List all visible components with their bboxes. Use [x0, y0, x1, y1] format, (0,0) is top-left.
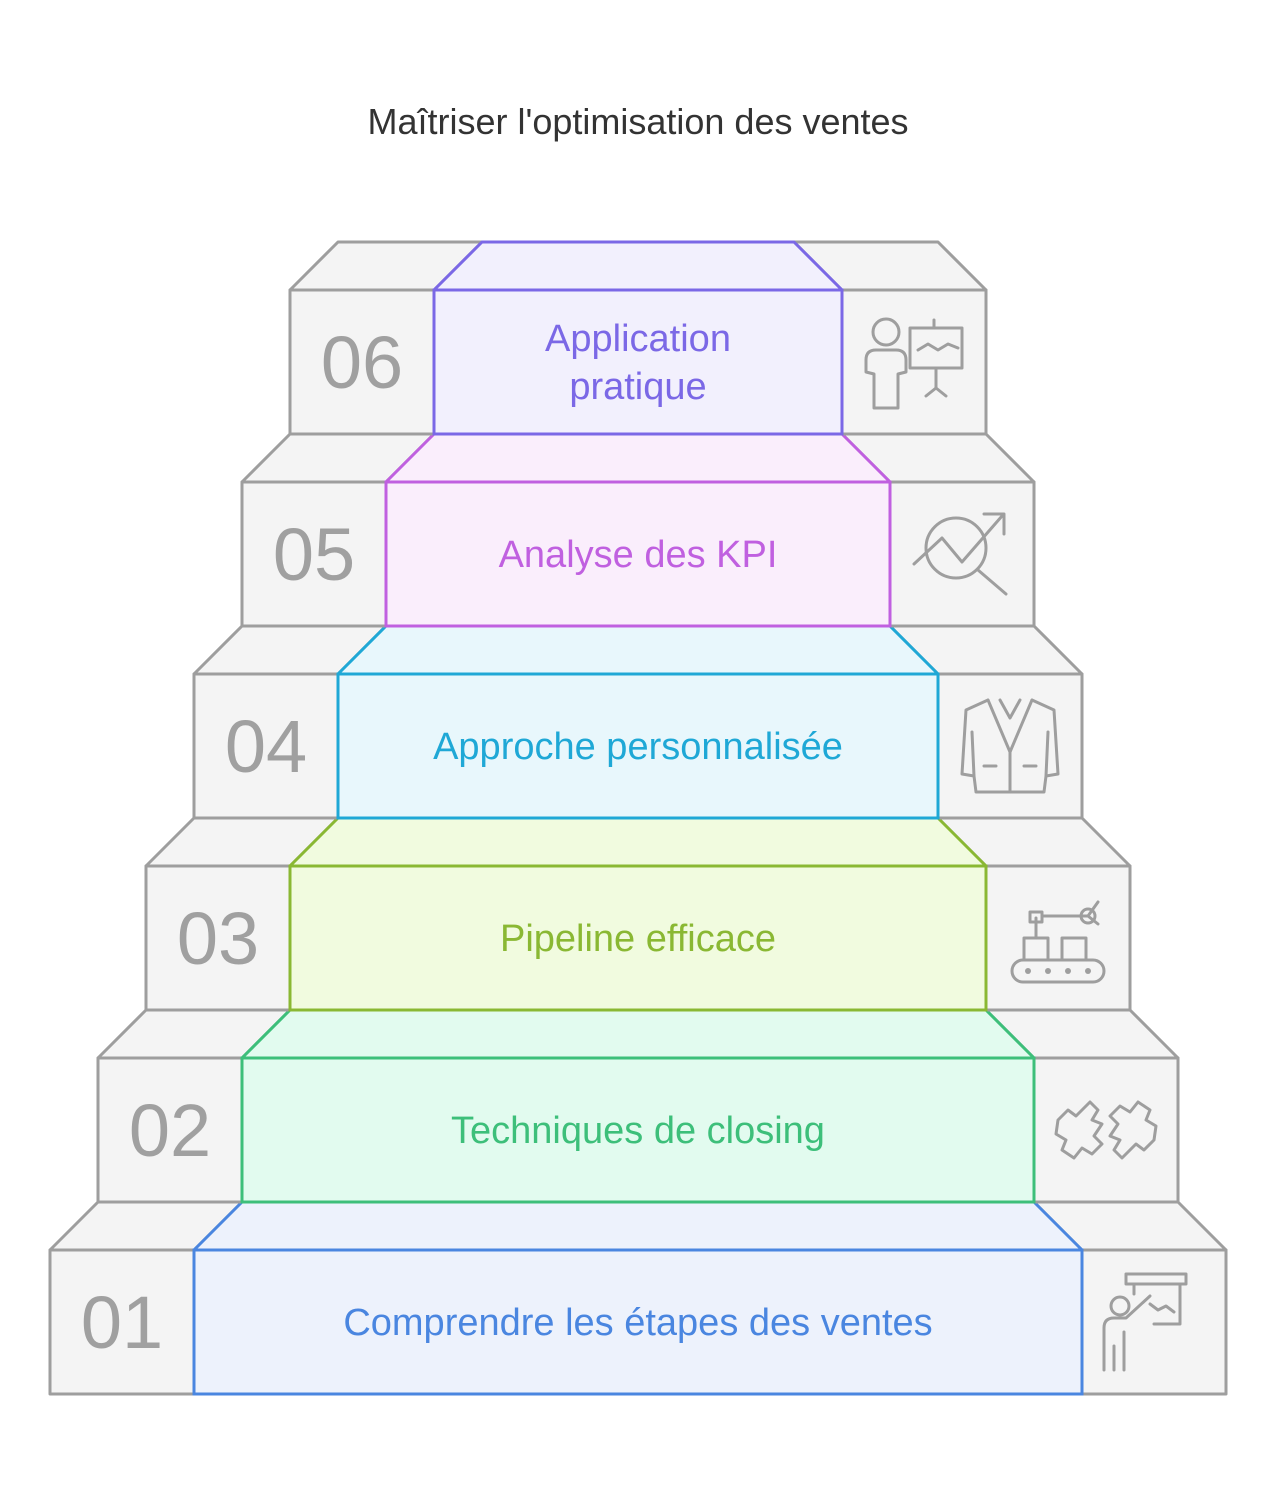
jacket-lapels: [970, 698, 1050, 794]
step-02: 02 Techniques de closing: [96, 1008, 1180, 1204]
magnifier-handle: [976, 568, 1008, 596]
number-block: [240, 480, 388, 628]
icon-block: [840, 288, 988, 436]
box-right: [1060, 936, 1088, 962]
step-03: 03 Pipeline efficace: [144, 816, 1132, 1012]
conveyor-robot-arm-icon: [1010, 900, 1106, 984]
step-number: 02: [129, 1089, 211, 1172]
step-face: [432, 288, 844, 436]
step-05: 05 Analyse des KPI: [240, 432, 1036, 628]
step-label: Application: [545, 318, 731, 360]
number-block: [288, 288, 436, 436]
right-hand: [1108, 1100, 1158, 1160]
number-block: [48, 1248, 196, 1396]
diagram-title: Maîtriser l'optimisation des ventes: [367, 101, 908, 142]
step-06: 06 Application pratique: [288, 240, 988, 436]
tread-top-center: [240, 1008, 1036, 1060]
step-face: [192, 1248, 1084, 1396]
step-face: [240, 1056, 1036, 1204]
icon-block: [984, 864, 1132, 1012]
step-04: 04 Approche personnalisée: [192, 624, 1084, 820]
step-01: 01 Comprendre les étapes des ventes: [48, 1200, 1228, 1396]
person-head: [871, 317, 901, 347]
person-whiteboard-icon: [864, 317, 964, 410]
arm-joint: [1079, 907, 1097, 925]
step-number: 04: [225, 705, 307, 788]
tread-top-center: [384, 432, 892, 484]
magnifier-lens: [924, 516, 988, 580]
tread-top-center: [336, 624, 940, 676]
step-number: 05: [273, 513, 355, 596]
step-face: [288, 864, 988, 1012]
tread-top-center: [192, 1200, 1084, 1252]
whiteboard-details: [916, 318, 960, 398]
board-frame: [1132, 1282, 1182, 1326]
person-body: [1102, 1294, 1152, 1372]
belt-roller: [1025, 968, 1031, 974]
board-top: [1124, 1272, 1188, 1286]
step-label: pratique: [569, 366, 706, 408]
number-block: [96, 1056, 244, 1204]
robot-arm: [1028, 900, 1100, 940]
step-label: Pipeline efficace: [500, 918, 776, 960]
suit-jacket-icon: [960, 698, 1060, 794]
tread-top-center: [288, 816, 988, 868]
step-label: Approche personnalisée: [433, 726, 843, 768]
tread-top-center: [432, 240, 844, 292]
step-number: 03: [177, 897, 259, 980]
belt: [1010, 958, 1106, 984]
step-face: [336, 672, 940, 820]
belt-roller: [1085, 968, 1091, 974]
chart-magnifier-icon: [912, 512, 1008, 596]
handshake-icon: [1054, 1100, 1158, 1160]
step-label: Analyse des KPI: [499, 534, 778, 576]
presentation-pointing-icon: [1102, 1272, 1188, 1372]
icon-block: [888, 480, 1036, 628]
belt-roller: [1045, 968, 1051, 974]
left-hand: [1054, 1100, 1104, 1160]
icon-block: [936, 672, 1084, 820]
step-face: [384, 480, 892, 628]
step-label: Techniques de closing: [451, 1110, 825, 1152]
trend-arrow: [912, 512, 1006, 566]
step-label: Comprendre les étapes des ventes: [343, 1302, 932, 1344]
step-number: 06: [321, 321, 403, 404]
board-chart: [1148, 1302, 1176, 1314]
step-number: 01: [81, 1281, 163, 1364]
steps-layer: 01 Comprendre les étapes des ventes 02 Tech…: [48, 240, 1228, 1396]
person-body: [864, 348, 908, 410]
belt-roller: [1065, 968, 1071, 974]
person-head: [1109, 1295, 1131, 1317]
